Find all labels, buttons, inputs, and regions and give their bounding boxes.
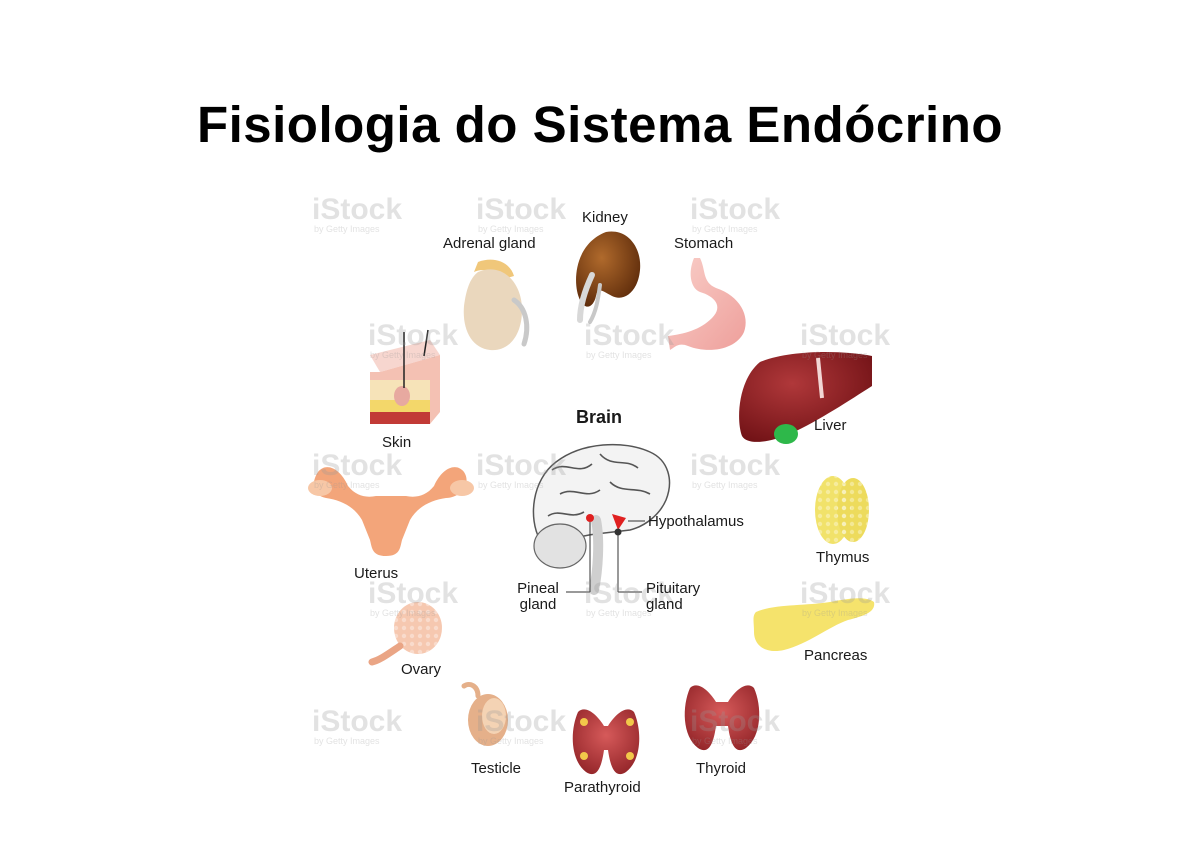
kidney-illustration [576,231,641,324]
label-uterus: Uterus [354,565,399,582]
label-pancreas: Pancreas [804,647,868,664]
label-parathyroid: Parathyroid [564,779,641,796]
pancreas-illustration [753,598,875,652]
liver-illustration [739,352,872,444]
page-title: Fisiologia do Sistema Endócrino [196,96,1004,153]
label-hypothalamus: Hypothalamus [648,513,744,530]
brain-illustration [532,443,671,595]
label-pituitary-line-1: Pituitary [646,580,701,597]
label-pineal-line-2: gland [519,596,557,613]
label-skin: Skin [382,434,412,451]
label-pituitary-line-2: gland [646,596,683,613]
label-thymus: Thymus [816,549,870,566]
label-adrenal-gland: Adrenal gland [443,235,536,252]
thyroid-illustration [684,685,760,751]
label-pituitary-gland: Pituitary gland [646,581,700,613]
stomach-illustration [668,258,746,350]
label-brain: Brain [576,407,623,427]
label-pineal-gland: Pineal gland [512,581,564,613]
label-liver: Liver [814,417,847,434]
testicle-illustration [461,681,508,746]
label-ovary: Ovary [401,661,442,678]
label-testicle: Testicle [471,760,522,777]
label-stomach: Stomach [674,235,734,252]
thymus-illustration [815,476,869,544]
adrenal-gland-illustration [463,259,530,351]
label-kidney: Kidney [582,209,628,226]
label-pineal-line-1: Pineal [517,580,559,597]
label-thyroid: Thyroid [696,760,747,777]
uterus-illustration [308,467,474,556]
ovary-illustration [368,602,442,666]
parathyroid-illustration [572,709,640,775]
skin-illustration [370,329,440,424]
